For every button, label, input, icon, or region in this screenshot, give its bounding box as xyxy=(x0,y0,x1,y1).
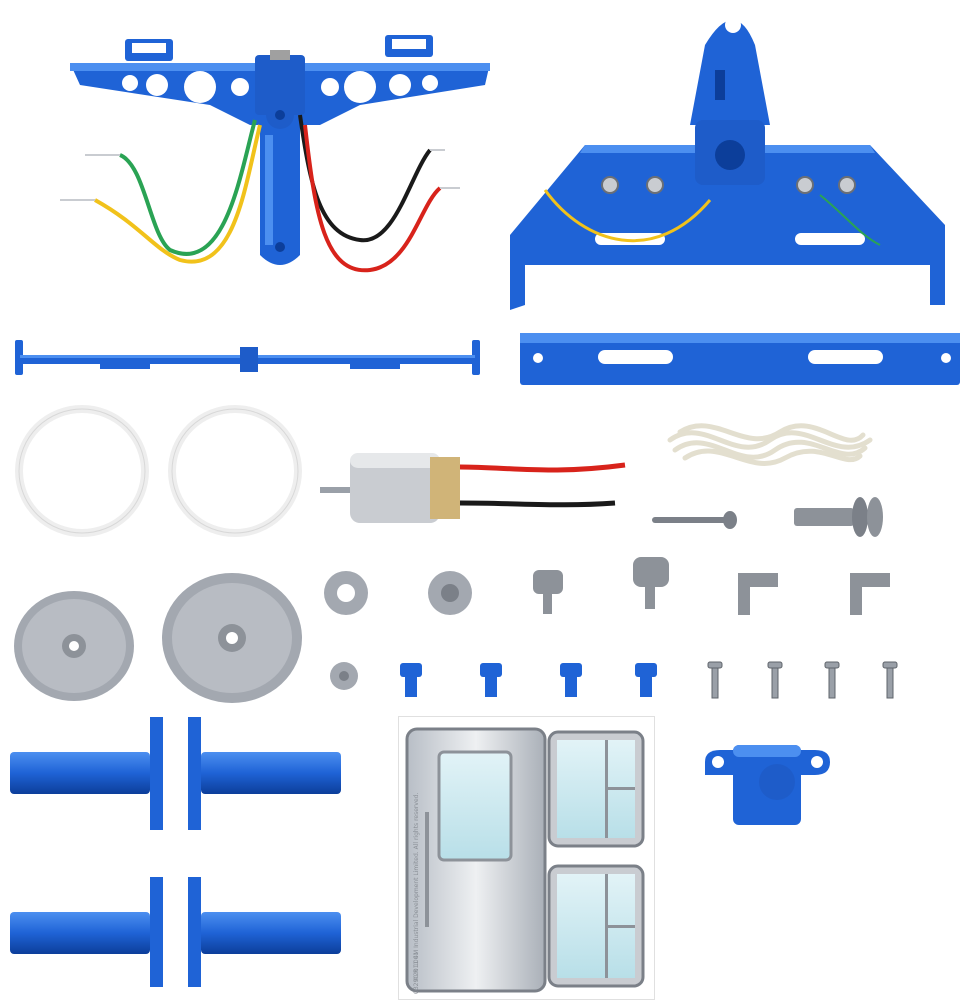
rubber-band-2 xyxy=(165,403,305,539)
dc-motor-icon xyxy=(320,453,626,523)
blue-tubes xyxy=(8,712,348,992)
rubber-band-1 xyxy=(12,403,152,539)
cross-bar-icon xyxy=(520,333,960,385)
door-sticker-sheet: ©2011 4M Industrial Development Limited.… xyxy=(398,716,655,1000)
band-ring-icon xyxy=(15,405,149,537)
pin xyxy=(650,510,740,530)
sticker-icon xyxy=(405,727,645,993)
sticker-code: 03290 R 1001 xyxy=(413,951,420,994)
blue-pegs xyxy=(395,658,665,700)
lower-frame-with-contacts xyxy=(505,5,955,320)
band-ring-icon xyxy=(168,405,302,537)
blue-motor-housing xyxy=(700,740,835,830)
wheel-1 xyxy=(12,588,137,703)
grey-ring-icon xyxy=(324,571,472,690)
axle-rod-icon xyxy=(15,340,480,375)
metal-pin-icon xyxy=(652,511,737,529)
grey-hooks xyxy=(528,555,898,620)
motor-with-leads xyxy=(320,445,635,530)
top-frame-icon xyxy=(60,35,490,273)
top-frame-with-wires xyxy=(60,25,500,290)
axle-rod xyxy=(10,335,485,380)
blue-peg-icon xyxy=(400,663,657,697)
wheel-2 xyxy=(160,570,305,705)
screws xyxy=(700,660,900,702)
grey-wheel-icon xyxy=(14,591,134,701)
grey-rings xyxy=(320,568,480,693)
grey-wheel-icon xyxy=(162,573,302,703)
screw-icon xyxy=(707,661,898,699)
housing-icon xyxy=(705,745,830,825)
lower-frame-icon xyxy=(510,17,945,310)
string-icon xyxy=(667,423,873,466)
grey-hook-icon xyxy=(533,557,890,615)
spool-pulley xyxy=(792,493,887,538)
blue-tube-icon xyxy=(10,717,341,987)
spool-icon xyxy=(794,497,883,537)
cross-bar xyxy=(518,328,968,388)
string-bundle xyxy=(665,410,875,480)
